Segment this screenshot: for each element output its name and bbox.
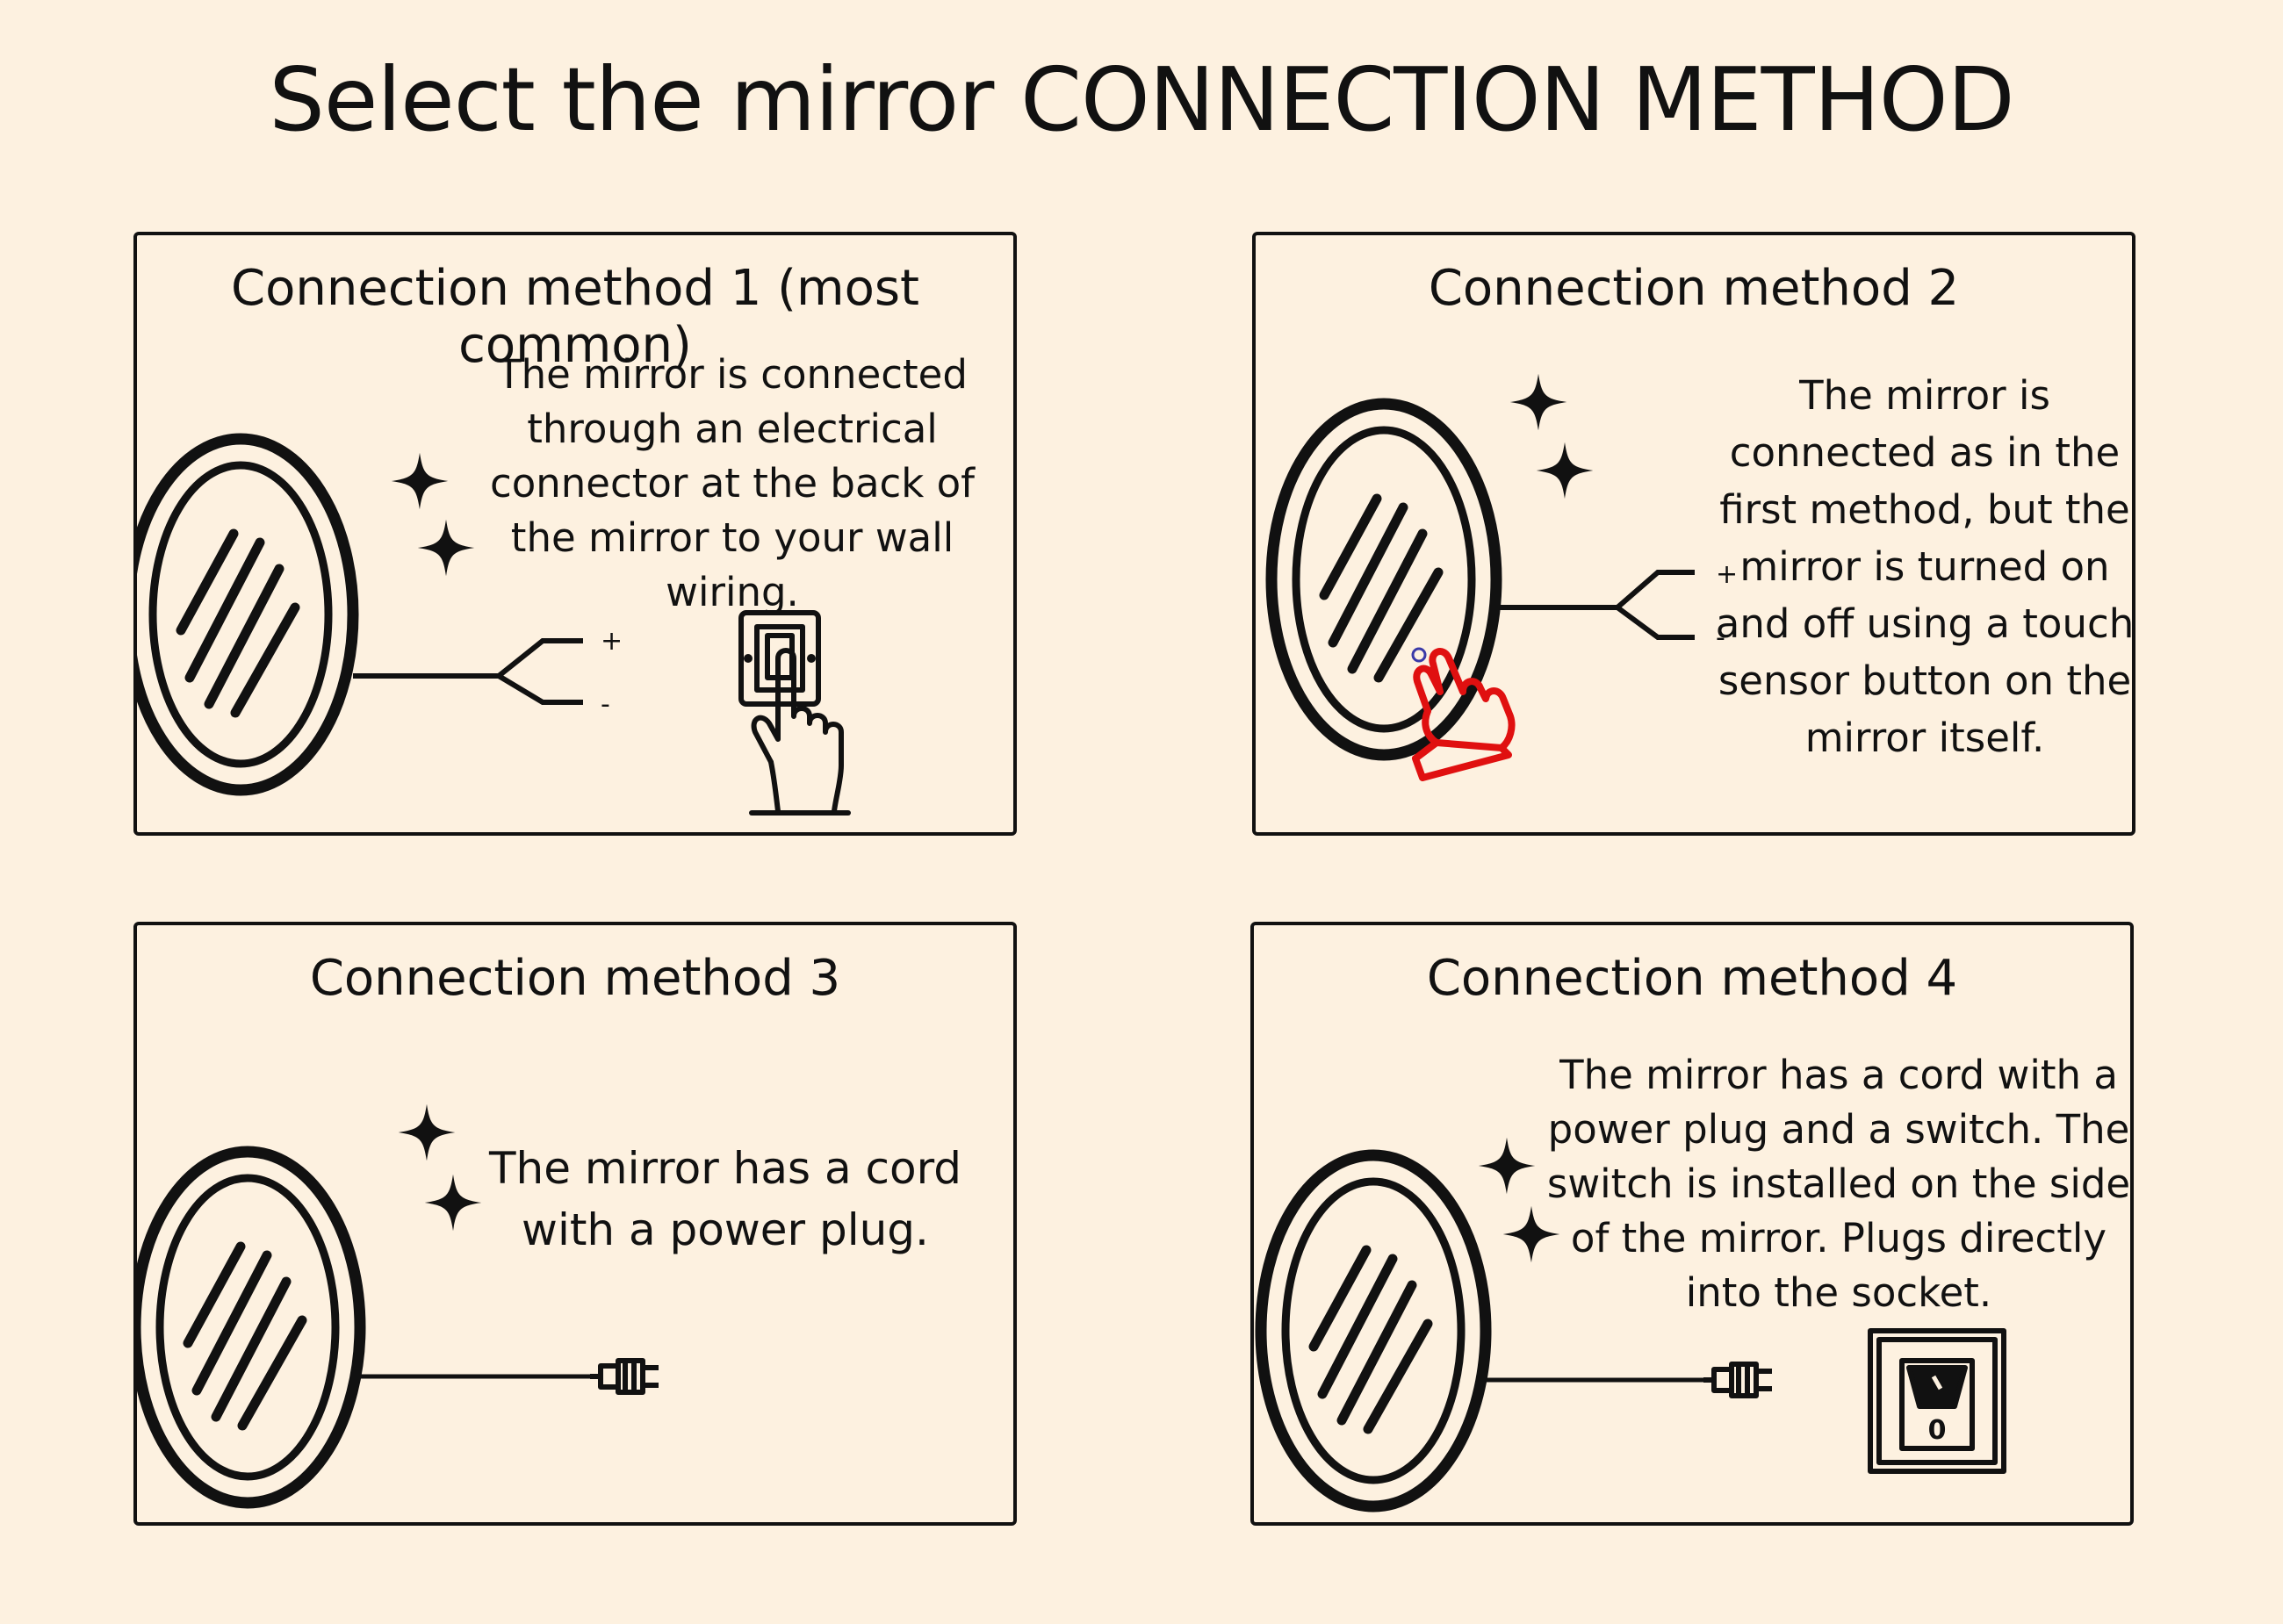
sparkle-icon <box>1478 1137 1560 1263</box>
wire-minus-label: - <box>1716 622 1725 653</box>
switch-off-label: 0 <box>1928 1415 1947 1446</box>
panel-title: Connection method 2 <box>1428 260 1960 317</box>
wire-split-icon <box>353 638 583 705</box>
panel-title: Connection method 3 <box>309 950 841 1007</box>
wire-minus-label: - <box>601 689 610 720</box>
panel-title: Connection method 4 <box>1426 950 1958 1007</box>
power-plug-icon <box>1703 1364 1772 1396</box>
sparkle-icon <box>398 1103 482 1232</box>
power-plug-icon <box>590 1361 659 1392</box>
wire-split-icon <box>1496 570 1695 640</box>
panel-title: Connection method 1 (most common) <box>231 260 919 374</box>
oval-mirror-icon <box>137 1152 360 1503</box>
method-2-illustration: + - <box>1256 373 1738 781</box>
wall-switch-hand-icon <box>738 610 851 816</box>
connection-method-2-panel[interactable]: Connection method 2 The mirror is connec… <box>1252 232 2135 836</box>
touch-hand-icon <box>1412 648 1516 781</box>
touch-sensor-button <box>1411 647 1427 663</box>
method-3-illustration <box>137 1103 1020 1529</box>
sparkle-icon <box>1509 373 1594 499</box>
connection-method-3-panel[interactable]: Connection method 3 The mirror has a cor… <box>133 922 1017 1526</box>
sparkle-icon <box>391 452 475 577</box>
oval-mirror-icon <box>1271 404 1496 755</box>
connection-method-1-panel[interactable]: Connection method 1 (most common) The mi… <box>133 232 1017 836</box>
panel-description: The mirror is connected through an elect… <box>489 351 976 615</box>
method-4-illustration: 0 <box>1254 1137 2006 1529</box>
wire-plus-label: + <box>1716 559 1738 590</box>
rocker-switch-icon <box>1868 1328 2006 1474</box>
panel-description: The mirror has a cord with a power plug. <box>489 1143 961 1255</box>
oval-mirror-icon <box>137 439 353 790</box>
page-title: Select the mirror CONNECTION METHOD <box>269 48 2014 151</box>
method-1-illustration: + - <box>137 235 851 816</box>
panel-description: The mirror is connected as in the first … <box>1715 372 2135 761</box>
oval-mirror-icon <box>1261 1155 1486 1506</box>
wire-plus-label: + <box>601 626 623 657</box>
panel-description: The mirror has a cord with a power plug … <box>1546 1052 2131 1316</box>
connection-method-4-panel[interactable]: Connection method 4 The mirror has a cor… <box>1250 922 2134 1526</box>
